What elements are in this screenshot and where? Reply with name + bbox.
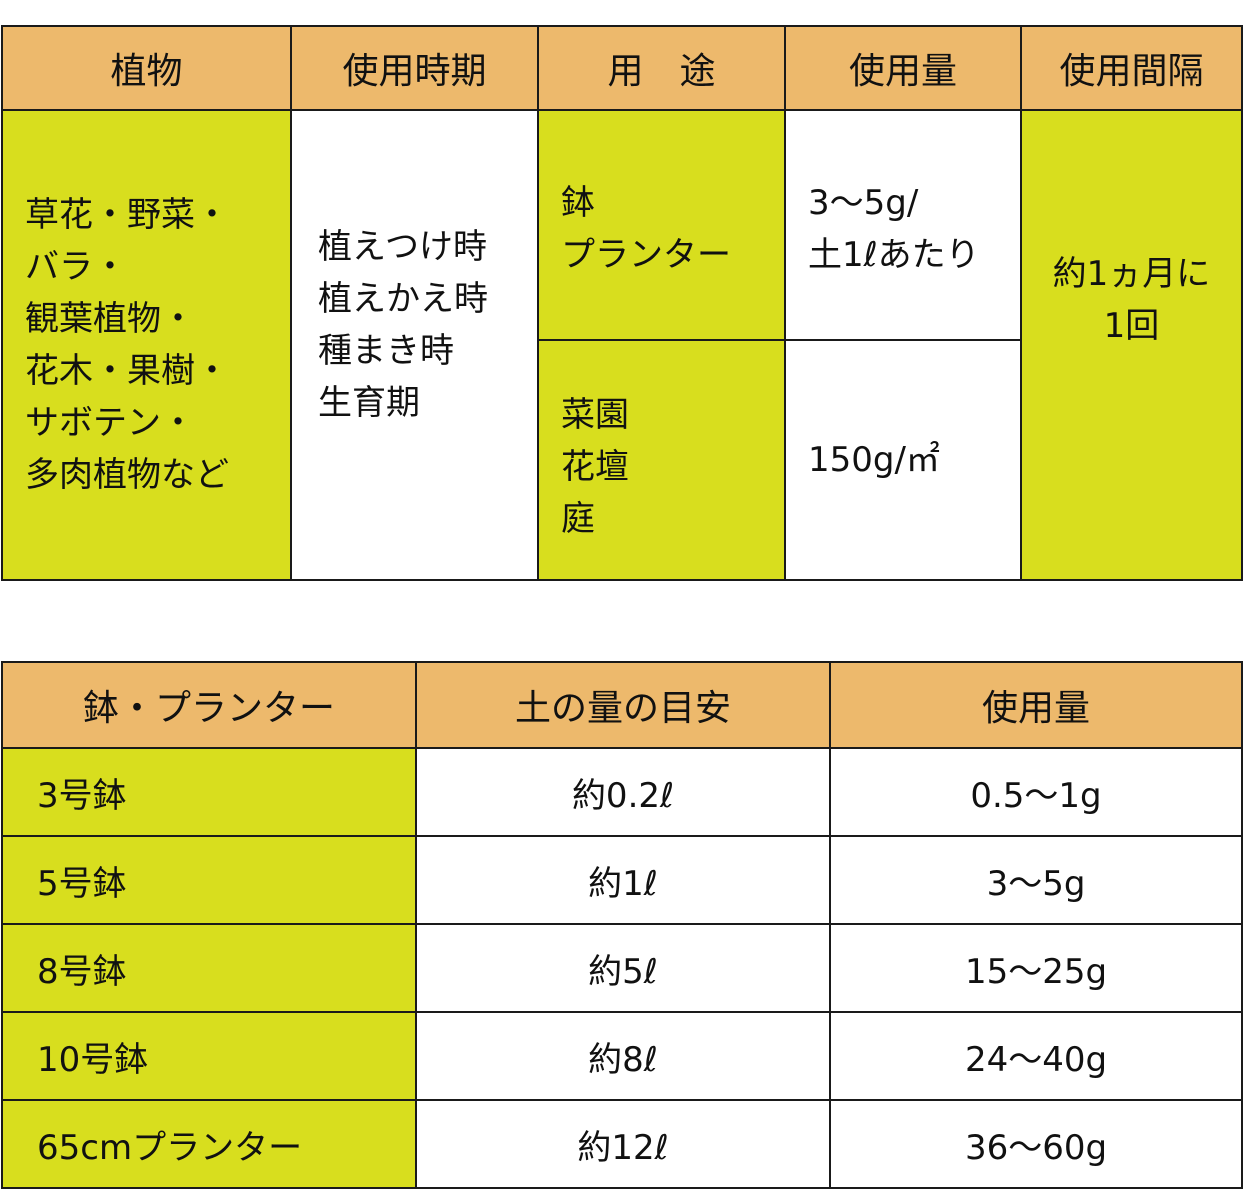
pot-cell: 8号鉢	[1, 923, 417, 1013]
soil-cell: 約8ℓ	[415, 1011, 831, 1101]
soil-cell: 約1ℓ	[415, 835, 831, 925]
table-row: 3号鉢 約0.2ℓ 0.5〜1g	[1, 747, 1243, 837]
soil-cell: 約0.2ℓ	[415, 747, 831, 837]
pot-cell: 65cmプランター	[1, 1099, 417, 1189]
timing-cell: 植えつけ時 植えかえ時 種まき時 生育期	[290, 109, 539, 581]
plant-line: サボテン・	[25, 403, 195, 443]
interval-cell: 約1ヵ月に 1回	[1020, 109, 1243, 581]
header-timing: 使用時期	[290, 25, 539, 111]
use-line: 花壇	[561, 447, 629, 487]
amount-cell: 36〜60g	[829, 1099, 1243, 1189]
plant-line: バラ・	[25, 247, 127, 287]
amount-line: 150g/㎡	[808, 440, 940, 480]
header-pot: 鉢・プランター	[1, 661, 417, 749]
header-amount: 使用量	[784, 25, 1022, 111]
header-amount: 使用量	[829, 661, 1243, 749]
amount-line: 3〜5g/	[808, 183, 919, 223]
plant-line: 観葉植物・	[25, 299, 195, 339]
plant-types-cell: 草花・野菜・ バラ・ 観葉植物・ 花木・果樹・ サボテン・ 多肉植物など	[1, 109, 292, 581]
table-row: 5号鉢 約1ℓ 3〜5g	[1, 835, 1243, 925]
table-row: 10号鉢 約8ℓ 24〜40g	[1, 1011, 1243, 1101]
timing-line: 植えかえ時	[318, 279, 488, 319]
timing-line: 植えつけ時	[318, 227, 487, 267]
table-row: 草花・野菜・ バラ・ 観葉植物・ 花木・果樹・ サボテン・ 多肉植物など 植えつ…	[1, 109, 1243, 581]
interval-line: 約1ヵ月に	[1052, 254, 1211, 294]
use-line: プランター	[561, 235, 731, 275]
pot-cell: 10号鉢	[1, 1011, 417, 1101]
amount-cell: 0.5〜1g	[829, 747, 1243, 837]
amount-pot-cell: 3〜5g/ 土1ℓあたり	[784, 109, 1022, 341]
use-garden-cell: 菜園 花壇 庭	[537, 339, 786, 581]
interval-line: 1回	[1103, 306, 1160, 346]
pot-cell: 5号鉢	[1, 835, 417, 925]
pot-size-table: 鉢・プランター 土の量の目安 使用量 3号鉢 約0.2ℓ 0.5〜1g 5号鉢 …	[1, 661, 1243, 1189]
plant-line: 花木・果樹・	[25, 351, 229, 391]
timing-line: 生育期	[318, 383, 420, 423]
table-row: 8号鉢 約5ℓ 15〜25g	[1, 923, 1243, 1013]
soil-cell: 約5ℓ	[415, 923, 831, 1013]
amount-line: 土1ℓあたり	[808, 235, 980, 275]
use-pot-cell: 鉢 プランター	[537, 109, 786, 341]
header-use: 用 途	[537, 25, 786, 111]
header-plant: 植物	[1, 25, 292, 111]
table-header-row: 植物 使用時期 用 途 使用量 使用間隔	[1, 25, 1243, 111]
use-line: 菜園	[561, 395, 629, 435]
plant-line: 草花・野菜・	[25, 195, 229, 235]
amount-garden-cell: 150g/㎡	[784, 339, 1022, 581]
fertilizer-usage-table: 植物 使用時期 用 途 使用量 使用間隔 草花・野菜・ バラ・ 観葉植物・ 花木…	[1, 25, 1243, 581]
header-interval: 使用間隔	[1020, 25, 1243, 111]
use-line: 鉢	[561, 183, 595, 223]
amount-cell: 24〜40g	[829, 1011, 1243, 1101]
table-row: 菜園 花壇 庭 150g/㎡	[2, 339, 1242, 581]
plant-line: 多肉植物など	[25, 455, 229, 495]
table-header-row: 鉢・プランター 土の量の目安 使用量	[1, 661, 1243, 749]
amount-cell: 3〜5g	[829, 835, 1243, 925]
table-row: 65cmプランター 約12ℓ 36〜60g	[1, 1099, 1243, 1189]
amount-cell: 15〜25g	[829, 923, 1243, 1013]
pot-cell: 3号鉢	[1, 747, 417, 837]
timing-line: 種まき時	[318, 331, 454, 371]
soil-cell: 約12ℓ	[415, 1099, 831, 1189]
header-soil: 土の量の目安	[415, 661, 831, 749]
use-line: 庭	[561, 499, 595, 539]
